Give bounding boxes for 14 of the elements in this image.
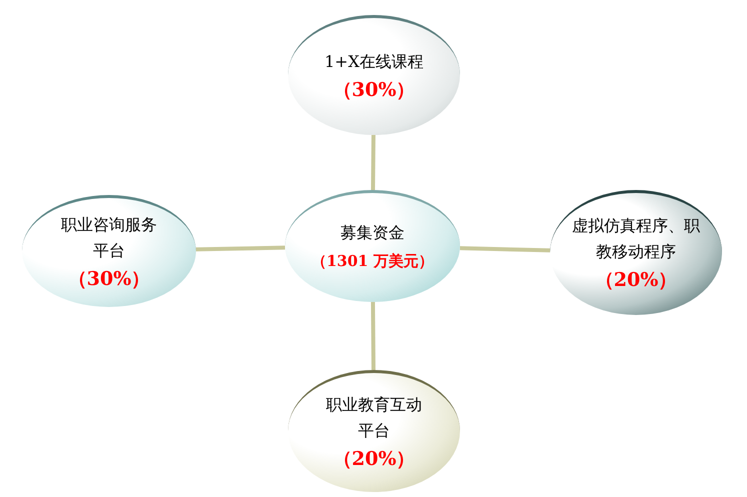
node-title: 职业教育互动平台 <box>325 394 423 442</box>
percentage-label: （20%） <box>594 268 678 293</box>
connector-line <box>370 302 376 370</box>
node-title: 募集资金 <box>340 222 404 244</box>
connector-line <box>196 246 286 252</box>
node-title: 1+X在线课程 <box>324 50 424 72</box>
percentage-label: （30%） <box>332 78 416 102</box>
percentage-label: （1301 万美元） <box>312 250 434 272</box>
connector-line <box>460 246 550 252</box>
connector-line <box>371 134 376 190</box>
node-title: 职业咨询服务平台 <box>60 214 158 262</box>
node-title: 虚拟仿真程序、职教移动程序 <box>571 215 701 263</box>
percentage-label: （20%） <box>332 446 416 472</box>
percentage-label: （30%） <box>68 266 150 292</box>
